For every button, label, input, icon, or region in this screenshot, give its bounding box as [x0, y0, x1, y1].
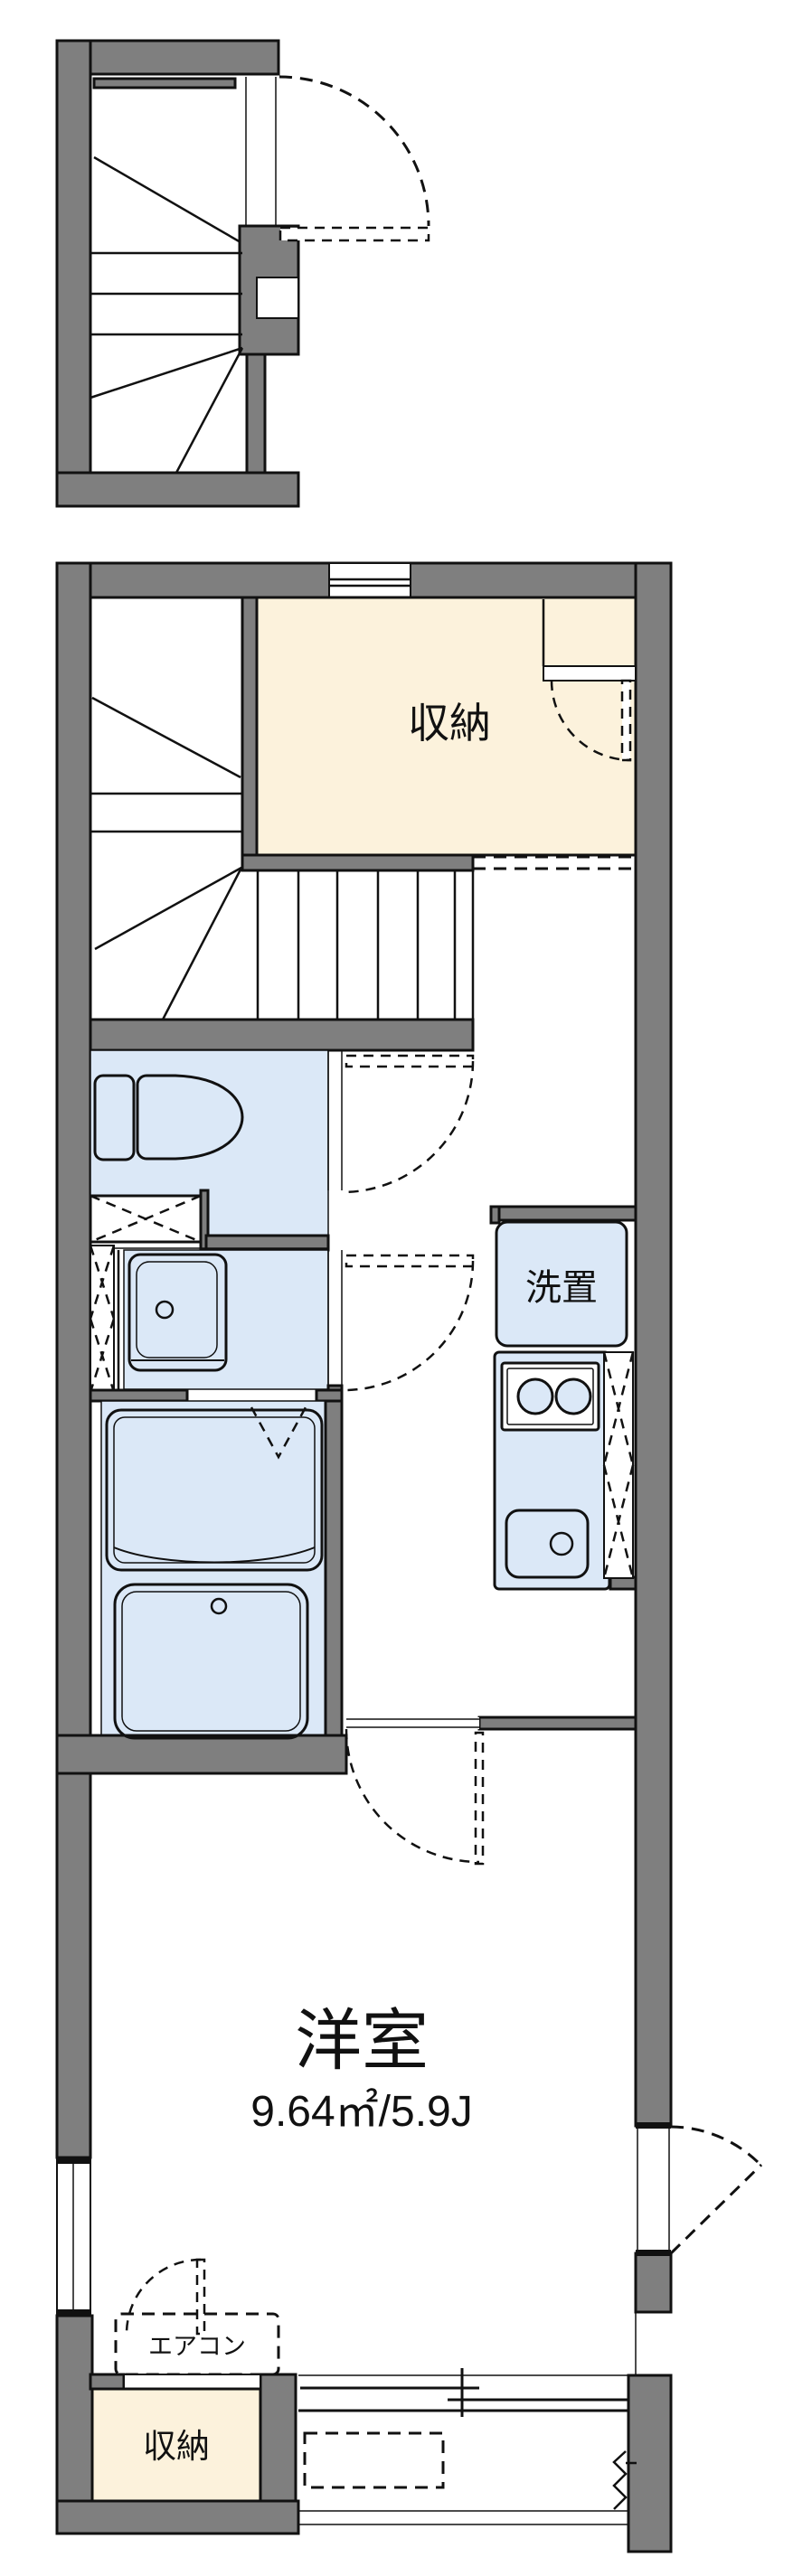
washroom-door-leaf — [345, 1254, 475, 1268]
bathroom — [55, 1388, 348, 1775]
toilet-icon — [93, 1074, 244, 1161]
wall — [55, 39, 92, 508]
toilet-door-arc — [341, 1060, 475, 1194]
kitchen-sink-icon — [505, 1509, 590, 1579]
storage-floor — [255, 596, 637, 857]
label-main-room: 洋室 — [295, 2003, 429, 2078]
wall-under-stairs — [89, 1018, 475, 1052]
room-door-leaf — [474, 1731, 485, 1866]
wall — [477, 1716, 637, 1731]
bathtub-icon — [105, 1408, 324, 1572]
door-swing-arc — [279, 75, 430, 227]
bathroom-floor — [100, 1400, 326, 1736]
washbasin-icon — [127, 1253, 228, 1372]
corner-door-leaf — [195, 2258, 206, 2336]
corner-door-arc — [125, 2258, 202, 2335]
stair-entry-door — [245, 75, 430, 242]
wall-right-upper — [634, 561, 673, 2128]
wall — [245, 353, 267, 475]
wall — [324, 1399, 344, 1737]
washer-box — [495, 1220, 628, 1348]
wall — [55, 471, 300, 508]
storage-opening — [123, 2374, 261, 2390]
closet-door-arc — [550, 680, 632, 762]
wall — [241, 596, 259, 857]
side-window-left — [89, 1245, 116, 1393]
washbasin-room — [89, 1245, 475, 1403]
door-leaf — [279, 226, 430, 242]
washer-place — [489, 1205, 637, 1348]
toilet-door-leaf — [345, 1054, 475, 1068]
wall — [259, 2373, 297, 2503]
kitchen — [493, 1350, 637, 1591]
wall — [315, 1388, 344, 1403]
storage-floor — [90, 2387, 262, 2503]
closet-door-leaf — [620, 679, 632, 762]
room-door-opening — [346, 1717, 479, 1729]
meter-niche — [256, 277, 299, 319]
external-staircase — [55, 39, 430, 508]
wall — [89, 2373, 126, 2391]
entrance-door — [635, 2122, 763, 2375]
wall — [489, 1205, 637, 1222]
wall — [489, 1205, 501, 1225]
room-door-arc — [345, 1728, 480, 1864]
shower-tray-icon — [113, 1583, 309, 1740]
stair-handrail — [92, 77, 237, 89]
stair-treads — [90, 155, 244, 474]
wall-left — [55, 561, 92, 2159]
room-window-left — [56, 2157, 91, 2317]
entrance-door-arc — [670, 2125, 763, 2167]
side-window-right — [602, 1351, 635, 1579]
hatch-box — [89, 1194, 203, 1244]
folding-door — [250, 1406, 307, 1460]
wall — [55, 1734, 348, 1775]
washroom-door-arc — [341, 1260, 475, 1392]
closet-frame — [543, 665, 637, 682]
stove-icon — [500, 1361, 600, 1432]
internal-stairs — [89, 696, 475, 1052]
label-aircon: エアコン — [148, 2333, 246, 2360]
main-room — [345, 1716, 637, 1866]
toilet-room — [90, 1049, 475, 1252]
wall — [241, 853, 475, 872]
entrance-door-leaf — [669, 2163, 763, 2255]
sliding-window — [298, 2368, 628, 2417]
wall-bottom-left — [55, 2499, 300, 2535]
label-storage-bottom: 収納 — [143, 2428, 210, 2465]
top-wall-window — [328, 562, 411, 598]
label-storage-top: 収納 — [408, 700, 491, 747]
label-main-room-area: 9.64㎡/5.9J — [250, 2088, 473, 2136]
storage-room-top — [241, 596, 637, 872]
drain-zigzag — [612, 2450, 637, 2510]
balcony — [298, 2368, 637, 2525]
storage-room-bottom — [89, 2373, 297, 2503]
label-washer-place: 洗置 — [525, 1268, 598, 1308]
wall-right-mid — [634, 2252, 673, 2314]
wall — [89, 1388, 189, 1403]
outdoor-unit-space — [303, 2431, 445, 2489]
